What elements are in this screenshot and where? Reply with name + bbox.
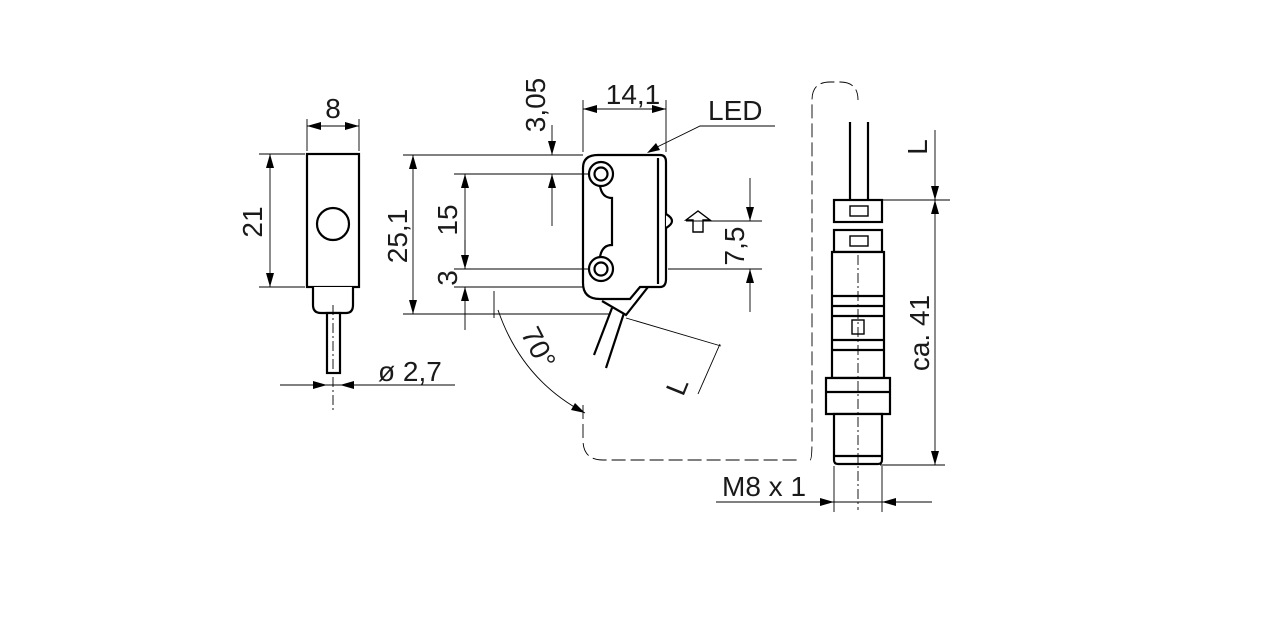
arrowhead [548,174,556,188]
arrowhead [548,141,556,155]
arrowhead [647,143,660,153]
strain-relief-notch [849,205,869,217]
arrowhead [820,498,834,506]
arrowhead [931,451,939,465]
dim-label-offset-bottom: 3 [432,270,463,286]
dim-label-height: 21 [237,206,268,237]
strain-relief-notch [849,235,869,247]
optical-window [665,213,674,229]
led-label: LED [708,95,762,126]
angle-label: 70° [515,322,562,374]
dim-label-offset-top: 3,05 [520,78,551,133]
angle-arc [497,309,586,414]
dim-label-body-width: 14,1 [606,79,661,110]
arrowhead [266,154,274,168]
arrowhead [931,200,939,214]
dashed-bracket-bottom [582,405,800,461]
arrowhead [461,174,469,188]
strain-relief-upper [832,198,884,224]
arrowhead [461,287,469,301]
dim-label-width: 8 [325,93,341,124]
dashed-bracket-right [809,81,859,461]
dim-label-cable-length-front: L [660,373,695,399]
arrowhead [345,122,359,130]
cable-side [325,311,342,375]
dim-label-beam-offset: 7,5 [719,227,750,266]
arrowhead [266,273,274,287]
arrowhead [409,300,417,314]
arrowhead [882,498,896,506]
arrowhead [931,186,939,200]
arrowhead [583,105,597,113]
arrowhead [340,381,354,389]
cable-front-a [592,307,614,356]
dim-label-thread: M8 x 1 [722,471,806,502]
arrowhead [409,155,417,169]
dim-label-cable-length-right: L [902,139,933,155]
ext-line [625,317,722,347]
front-view: 14,1 3,05 25,1 15 3 [382,78,800,461]
mounting-hole-top-inner [593,166,609,182]
side-view: 8 21 ø 2,7 [237,93,455,412]
dim-line-cable-length [697,343,721,395]
strain-relief-lower [832,228,884,254]
dim-label-hole-spacing: 15 [432,204,463,235]
led-leader-line [650,125,775,151]
dim-label-body-height: 25,1 [382,209,413,264]
light-direction-icon [683,210,713,233]
arrowhead [746,207,754,221]
cable-front-b [604,312,626,369]
arrowhead [571,403,585,413]
dim-label-connector-length: ca. 41 [904,295,935,371]
arrowhead [307,122,321,130]
arrowhead [746,269,754,283]
mounting-hole-bottom-inner [593,261,609,277]
lens-side [315,206,351,242]
dim-label-diameter: ø 2,7 [378,356,442,387]
cable-gland-front [601,286,649,317]
connector-view: L ca. 41 M8 x 1 [716,81,950,512]
arrowhead [313,381,327,389]
mounting-slot [598,185,614,258]
arrowhead [652,105,666,113]
sensor-body-side [305,152,361,289]
